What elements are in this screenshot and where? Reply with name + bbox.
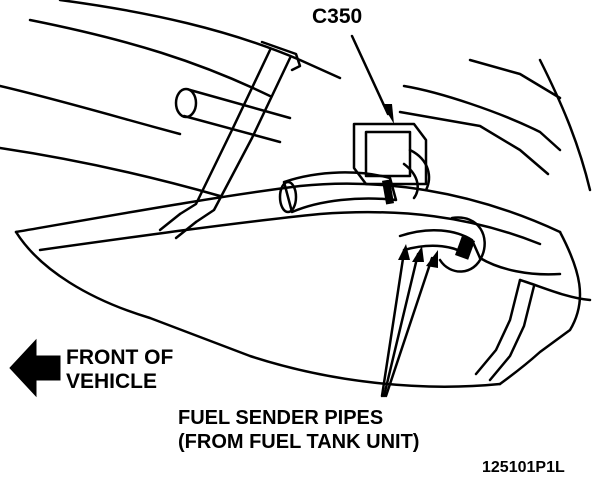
body-side-2 <box>468 58 562 100</box>
c350-connector-body <box>352 122 428 186</box>
c350-connector-face <box>364 130 412 178</box>
fuel-tank-front <box>14 230 502 388</box>
sender-hose-coil <box>438 216 486 273</box>
floor-panel <box>0 84 182 136</box>
tank-strap-2 <box>194 56 292 224</box>
filler-hose <box>282 171 398 214</box>
c350-wires <box>402 148 431 200</box>
body-bracket-inner <box>398 110 550 176</box>
hose-clamp <box>381 179 395 205</box>
body-bracket <box>402 84 562 152</box>
front-of-vehicle-line1: FRONT OF <box>66 346 174 369</box>
leader-c350 <box>350 34 390 116</box>
tank-strap-right-2 <box>488 284 536 382</box>
underbody-frame <box>58 0 342 80</box>
sender-pipe-run <box>518 278 592 302</box>
body-side <box>538 58 592 192</box>
sender-hose-to-tank <box>478 256 562 276</box>
floor-panel-lower <box>0 146 222 198</box>
fuel-sender-pipes-label: FUEL SENDER PIPES (FROM FUEL TANK UNIT) <box>178 406 419 454</box>
heat-shield-end <box>174 87 198 119</box>
heat-shield <box>182 88 292 144</box>
filler-hose-end <box>278 180 298 214</box>
leader-pipe-3 <box>384 256 434 398</box>
fuel-tank-rear <box>498 230 582 386</box>
leader-pipe-arrowhead-1 <box>398 244 410 260</box>
tank-strap-right <box>474 278 522 376</box>
tank-strap-top <box>260 40 302 72</box>
tank-strap <box>178 48 272 216</box>
front-of-vehicle-label: FRONT OF VEHICLE <box>66 346 173 394</box>
front-of-vehicle-line2: VEHICLE <box>66 370 158 393</box>
leader-pipe-arrowhead-2 <box>412 246 424 262</box>
leader-pipe-arrowhead-3 <box>426 250 438 268</box>
figure-code: 125101P1L <box>482 459 565 476</box>
arrow-left-icon <box>9 338 61 398</box>
connector-c350-label: C350 <box>312 5 363 28</box>
leader-pipe-1 <box>380 250 406 398</box>
tank-strap-hook <box>158 212 198 240</box>
fuel-tank-top <box>14 182 562 234</box>
leader-pipe-2 <box>382 252 420 398</box>
fuel-sender-pipes-line1: FUEL SENDER PIPES <box>178 407 384 429</box>
fuel-tank-rib <box>38 210 542 252</box>
leader-c350-arrowhead <box>382 104 394 124</box>
fuel-sender-pipes-line2: (FROM FUEL TANK UNIT) <box>178 431 420 453</box>
coil-clamp <box>455 236 475 260</box>
underbody-edge <box>28 18 272 98</box>
